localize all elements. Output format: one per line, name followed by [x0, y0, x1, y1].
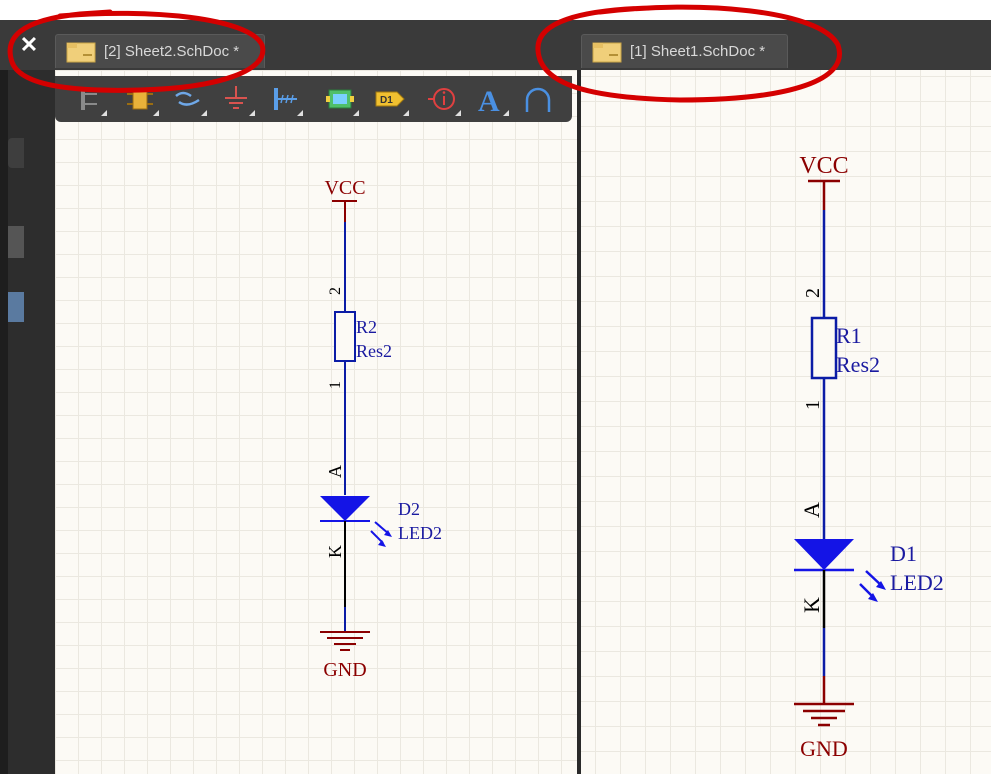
sheet-symbol-tool[interactable] — [323, 82, 359, 116]
designator-icon: D1 — [375, 91, 405, 107]
parameter-tool[interactable] — [425, 82, 461, 116]
net-label-icon — [175, 91, 200, 106]
pin-2-label: 2 — [327, 287, 344, 295]
sheet-symbol-icon — [326, 89, 354, 109]
designator-tool-text: D1 — [380, 95, 393, 106]
anode-label: A — [325, 465, 345, 478]
split-divider[interactable] — [577, 70, 581, 774]
harness-connector-icon — [274, 88, 297, 110]
anode-label: A — [799, 502, 824, 518]
gnd-label: GND — [800, 736, 848, 761]
led-d2[interactable]: A K D2 LED2 — [320, 465, 442, 607]
led-d1[interactable]: A K D1 LED2 — [794, 502, 944, 628]
pin-1-label: 1 — [327, 381, 344, 389]
designator-label: D2 — [398, 499, 420, 519]
vcc-power-port[interactable]: VCC — [799, 153, 849, 210]
designator-label: D1 — [890, 541, 917, 566]
text-tool-glyph: A — [478, 85, 500, 116]
panel-edge — [0, 70, 8, 774]
net-label-tool[interactable] — [171, 82, 207, 116]
panel-button[interactable] — [8, 138, 24, 168]
vcc-power-port[interactable]: VCC — [324, 177, 366, 222]
comment-label: Res2 — [836, 352, 880, 377]
ground-power-tool[interactable] — [219, 82, 255, 116]
bus-icon — [81, 88, 97, 110]
schematic-canvas-sheet1[interactable] — [581, 70, 991, 774]
bus-tool[interactable] — [71, 82, 107, 116]
resistor-r1[interactable]: 2 1 R1 Res2 — [802, 288, 880, 410]
vcc-label: VCC — [799, 153, 848, 179]
designator-label: R2 — [356, 317, 377, 337]
pin-1-label: 1 — [802, 400, 824, 410]
designator-label: R1 — [836, 323, 862, 348]
comment-label: LED2 — [890, 570, 944, 595]
pin-2-label: 2 — [802, 288, 824, 298]
text-icon: A — [478, 85, 500, 118]
component-tool[interactable] — [123, 82, 159, 116]
gnd-label: GND — [323, 659, 366, 681]
cathode-label: K — [325, 545, 345, 558]
comment-label: Res2 — [356, 341, 392, 361]
parameter-icon — [428, 88, 455, 110]
designator-tool[interactable]: D1 — [373, 82, 409, 116]
comment-label: LED2 — [398, 523, 442, 543]
cathode-label: K — [799, 597, 824, 613]
gnd-power-port[interactable]: GND — [794, 702, 854, 761]
text-tool[interactable]: A — [473, 82, 509, 118]
gnd-power-port[interactable]: GND — [320, 631, 370, 681]
panel-selected-item[interactable] — [8, 292, 24, 322]
vcc-label: VCC — [324, 177, 365, 199]
left-panel-strip — [0, 70, 55, 774]
panel-button[interactable] — [8, 226, 24, 258]
harness-connector-tool[interactable] — [267, 82, 303, 116]
component-icon — [127, 88, 153, 110]
schematic-canvas-sheet2[interactable] — [55, 70, 577, 774]
ground-power-icon — [225, 86, 247, 109]
